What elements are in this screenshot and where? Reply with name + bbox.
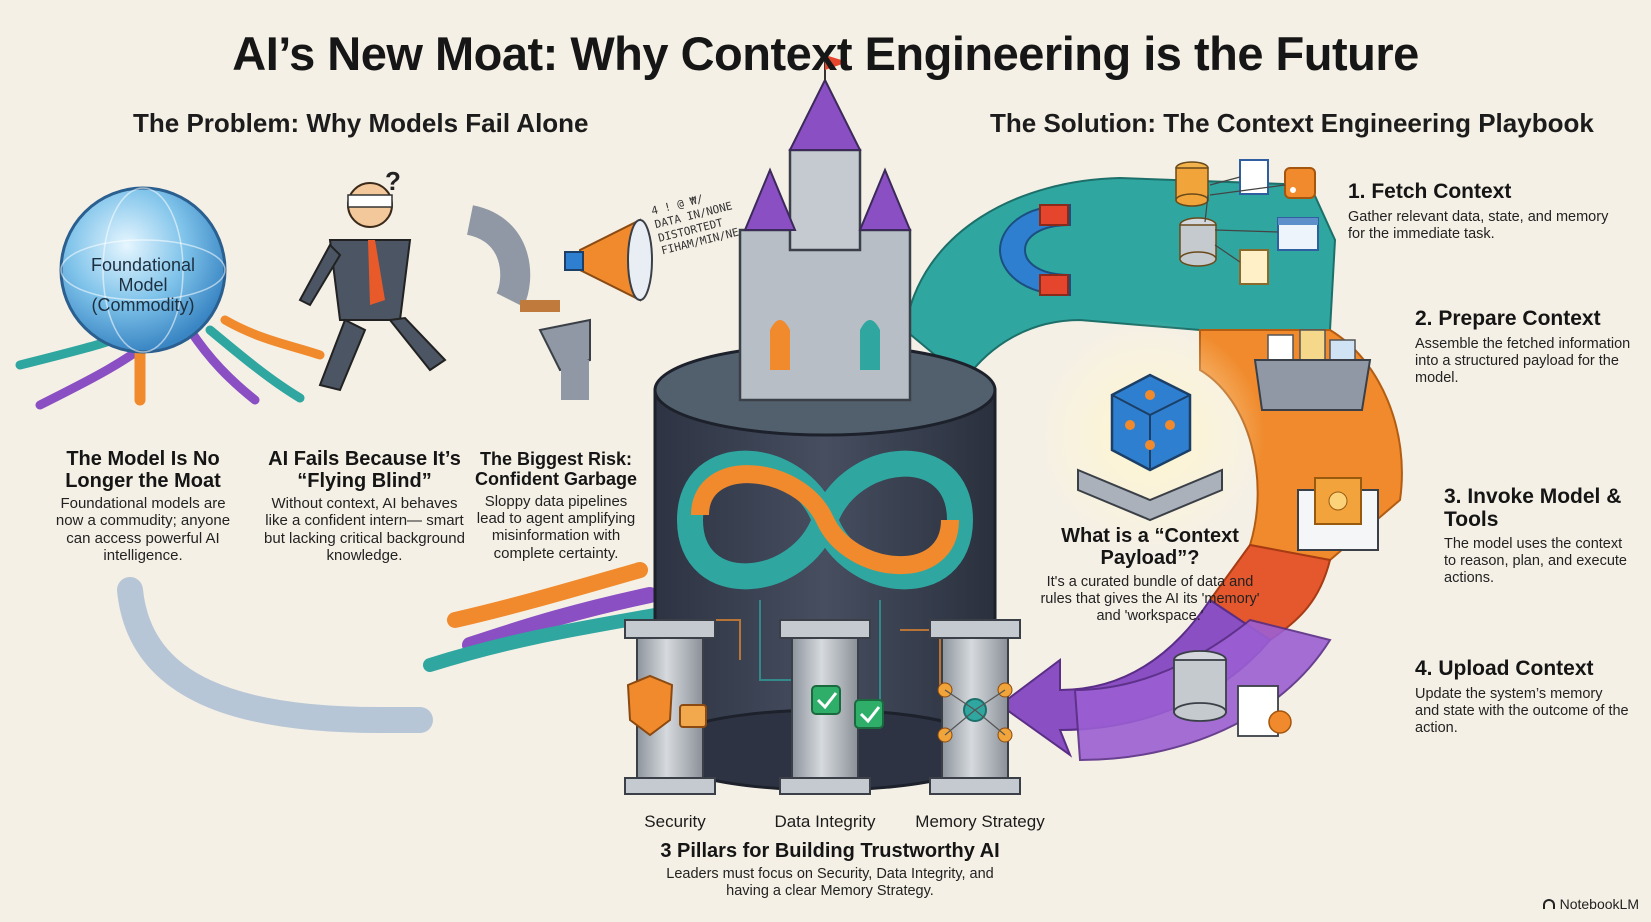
globe-icon [59, 186, 227, 354]
pillar-label-memory-strategy: Memory Strategy [915, 812, 1045, 831]
problem-item-moat: The Model Is No Longer the Moat Foundati… [48, 448, 238, 565]
step-text: Assemble the fetched information into a … [1415, 335, 1631, 386]
step-text: The model uses the context to reason, pl… [1444, 536, 1627, 587]
payload-title: What is a “Context Payload”? [1061, 525, 1239, 569]
problem-item-title: AI Fails Because It’s “Flying Blind” [268, 448, 461, 492]
pillar-group [624, 619, 1021, 795]
megaphone-icon [564, 218, 653, 302]
step-title: 1. Fetch Context [1348, 180, 1512, 203]
problem-item-confident-garbage: The Biggest Risk: Confident Garbage Slop… [472, 449, 640, 562]
globe-label: Foundational Model (Commodity) [90, 255, 196, 316]
page-title: AI’s New Moat: Why Context Engineering i… [232, 27, 1419, 80]
step-title: 4. Upload Context [1415, 657, 1594, 680]
pillars-summary: 3 Pillars for Building Trustworthy AI Le… [580, 840, 1080, 900]
pillars-text: Leaders must focus on Security, Data Int… [666, 866, 994, 899]
problem-heading: The Problem: Why Models Fail Alone [133, 108, 589, 138]
solution-heading: The Solution: The Context Engineering Pl… [990, 108, 1594, 138]
pillars-title: 3 Pillars for Building Trustworthy AI [660, 840, 1000, 862]
problem-item-text: Foundational models are now a commudity;… [55, 495, 231, 565]
payload-text: It's a curated bundle of data and rules … [1040, 574, 1260, 624]
step-title: 2. Prepare Context [1415, 307, 1601, 330]
database-icon [1173, 650, 1292, 737]
document-icon [1239, 159, 1269, 285]
step-title: 3. Invoke Model & Tools [1444, 485, 1622, 531]
magnet-icon [998, 203, 1071, 297]
pillar-label-security: Security [644, 812, 706, 831]
problem-item-text: Without context, AI behaves like a confi… [264, 495, 465, 565]
brand-name: NotebookLM [1559, 896, 1639, 912]
fetch-connector-lines [1204, 176, 1286, 263]
blindfolded-man-icon [298, 182, 447, 392]
problem-item-text: Sloppy data pipelines lead to agent ampl… [476, 492, 636, 562]
step-prepare-context: 2. Prepare Context Assemble the fetched … [1415, 307, 1640, 387]
step-fetch-context: 1. Fetch Context Gather relevant data, s… [1348, 180, 1628, 243]
notebooklm-logo-icon [1542, 899, 1555, 909]
context-payload-callout: What is a “Context Payload”? It's a cura… [1040, 525, 1260, 624]
pillar-label-data-integrity: Data Integrity [774, 812, 876, 831]
problem-item-flying-blind: AI Fails Because It’s “Flying Blind” Wit… [262, 448, 467, 565]
file-box-icon [1253, 329, 1372, 411]
brand-badge: NotebookLM [1542, 896, 1639, 912]
chip-cube-icon [1077, 373, 1223, 522]
step-invoke-model: 3. Invoke Model & Tools The model uses t… [1444, 485, 1634, 587]
step-text: Update the system’s memory and state wit… [1415, 685, 1629, 736]
step-upload-context: 4. Upload Context Update the system’s me… [1415, 657, 1630, 737]
browser-window-icon [1277, 217, 1319, 251]
castle-icon [653, 55, 997, 792]
question-mark-icon: ? [385, 166, 401, 196]
database-icon [1175, 161, 1217, 267]
checkmark-icon [811, 685, 884, 729]
broken-pipe-icon [465, 205, 591, 400]
step-text: Gather relevant data, state, and memory … [1348, 208, 1609, 242]
problem-item-title: The Biggest Risk: Confident Garbage [474, 449, 637, 489]
rss-icon [1284, 167, 1316, 199]
lock-shield-icon [626, 674, 707, 737]
network-node-icon [937, 682, 1013, 743]
problem-item-title: The Model Is No Longer the Moat [65, 448, 221, 492]
chip-cube-icon [1297, 477, 1379, 551]
